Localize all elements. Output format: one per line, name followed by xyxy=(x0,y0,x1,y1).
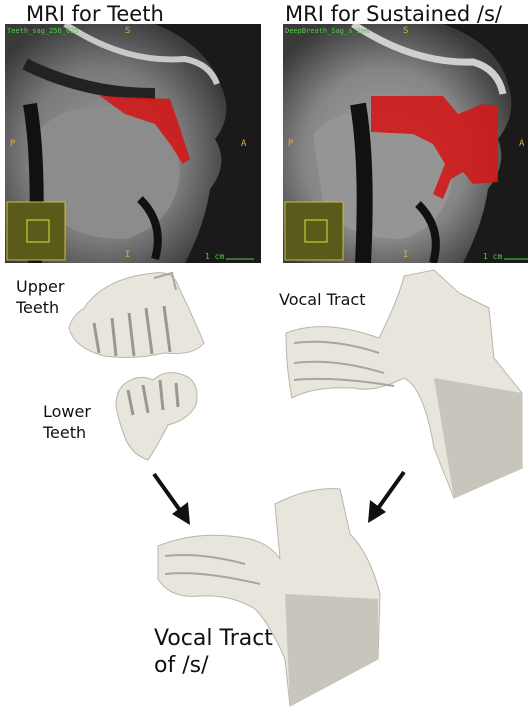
orientation-posterior-label: P xyxy=(10,139,15,149)
orientation-inferior-label: I xyxy=(403,250,408,260)
scale-bar xyxy=(504,256,528,262)
lower-teeth-label-line2: Teeth xyxy=(43,422,91,443)
arrow-vocal-tract-to-result-icon xyxy=(360,468,410,528)
orientation-anterior-label: A xyxy=(519,139,524,149)
lower-teeth-model xyxy=(108,365,208,465)
arrow-lower-teeth-to-result-icon xyxy=(150,470,200,530)
mri-teeth-image: Teeth_sag_256_025 S P A I 1 cm xyxy=(5,24,261,263)
lower-teeth-label-line1: Lower xyxy=(43,401,91,422)
scale-bar xyxy=(226,256,256,262)
mri-sustained-s-scan xyxy=(283,24,528,263)
orientation-superior-label: S xyxy=(403,26,408,36)
orientation-posterior-label: P xyxy=(288,139,293,149)
orientation-superior-label: S xyxy=(125,26,130,36)
orientation-inferior-label: I xyxy=(125,250,130,260)
upper-teeth-label-line2: Teeth xyxy=(16,297,64,318)
upper-teeth-model xyxy=(64,268,214,368)
orientation-anterior-label: A xyxy=(241,139,246,149)
upper-teeth-label: Upper Teeth xyxy=(16,276,64,318)
mri-sustained-s-title: MRI for Sustained /s/ xyxy=(285,2,502,26)
mri-sustained-s-image: DeepBreath_Sag_s_2mm S P A I 1 cm xyxy=(283,24,528,263)
lower-teeth-label: Lower Teeth xyxy=(43,401,91,443)
mri-sustained-s-header: DeepBreath_Sag_s_2mm xyxy=(285,27,369,35)
mri-teeth-scan xyxy=(5,24,261,263)
scale-bar-label: 1 cm xyxy=(483,252,502,261)
mri-teeth-title: MRI for Teeth xyxy=(26,2,164,26)
scale-bar-label: 1 cm xyxy=(205,252,224,261)
mri-teeth-header: Teeth_sag_256_025 xyxy=(7,27,79,35)
upper-teeth-label-line1: Upper xyxy=(16,276,64,297)
